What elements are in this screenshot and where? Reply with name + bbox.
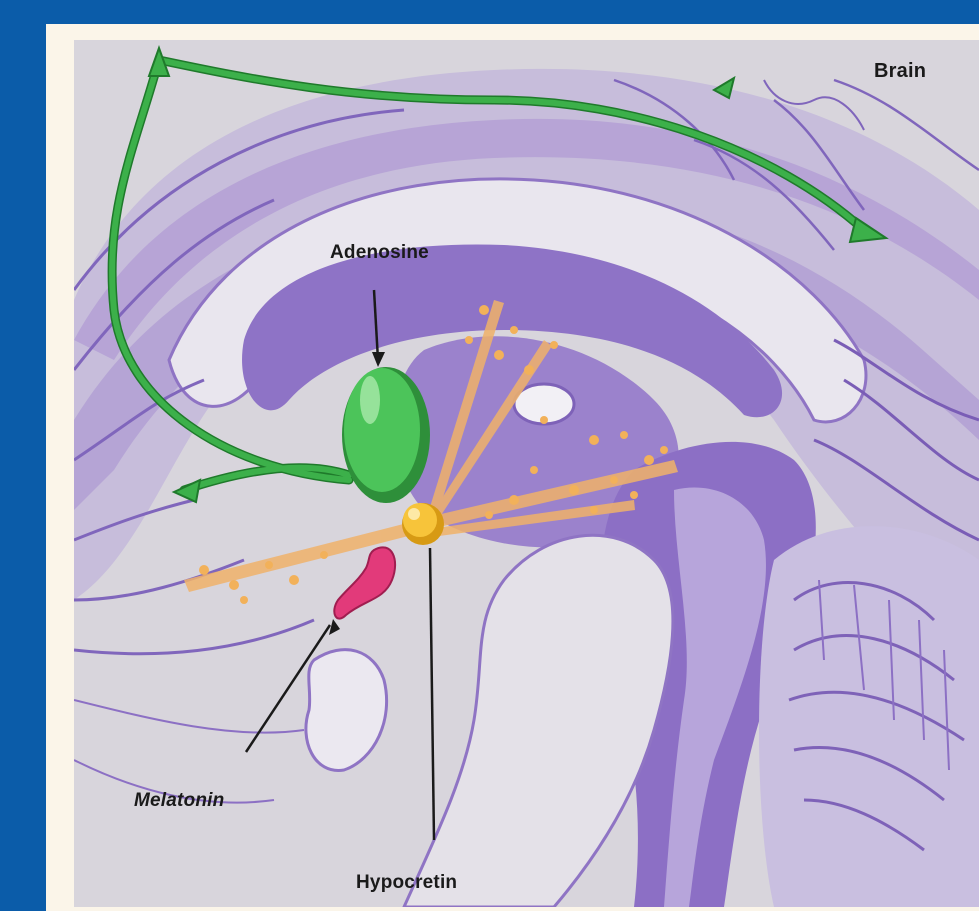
hypocretin-label: Hypocretin	[356, 872, 457, 894]
brain-illustration	[74, 40, 979, 907]
brain-diagram: Brain Adenosine Melatonin Hypocretin	[74, 40, 979, 907]
brain-label: Brain	[874, 60, 926, 83]
melatonin-label: Melatonin	[134, 790, 224, 812]
adenosine-label: Adenosine	[330, 242, 429, 264]
